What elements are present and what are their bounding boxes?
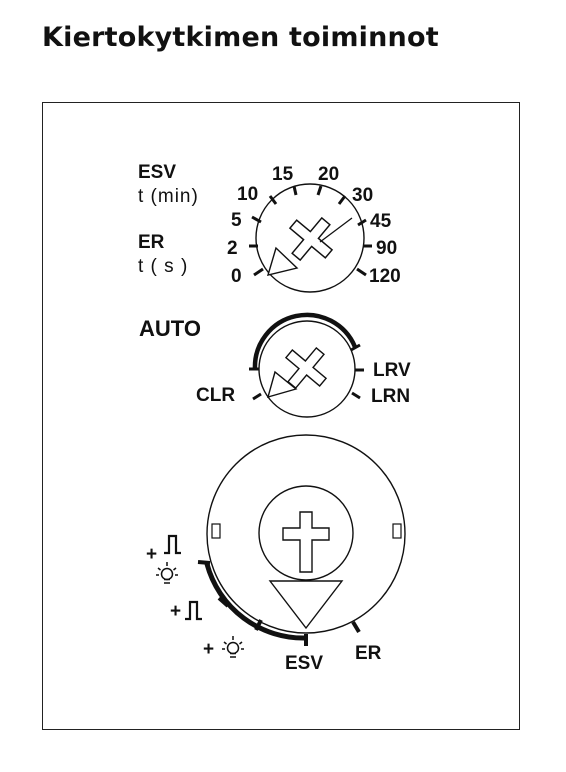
scale-label-15: 15	[272, 164, 294, 185]
scale-label-0: 0	[231, 266, 242, 287]
plus-sign-2: +	[170, 601, 181, 622]
scale-label-20: 20	[318, 164, 339, 185]
page-title: Kiertokytkimen toiminnot	[42, 22, 439, 53]
left-notch	[211, 523, 221, 539]
mode-dial[interactable]: AUTO CLR LRV LRN	[139, 312, 411, 418]
esv-label: ESV	[138, 162, 176, 183]
lamp-icon	[155, 561, 179, 584]
scale-label-5: 5	[231, 210, 242, 231]
scale-label-120: 120	[369, 266, 401, 287]
scale-label-90: 90	[376, 238, 397, 259]
time-dial[interactable]: ESV t (min) ER t ( s ) 0 2 5 10 15 20 30…	[138, 162, 401, 293]
scale-label-30: 30	[352, 185, 373, 206]
time-dial-ticks	[249, 185, 372, 277]
esv-unit-label: t (min)	[138, 186, 199, 207]
function-dial-cross-icon	[282, 511, 330, 573]
er-label: ER	[138, 232, 165, 253]
mode-dial-ticks	[249, 343, 364, 401]
function-dial-pointer-icon	[268, 580, 344, 630]
esv-func-label: ESV	[285, 653, 323, 674]
plus-sign-1: +	[146, 544, 157, 565]
lrn-label: LRN	[371, 386, 410, 407]
right-notch	[392, 523, 402, 539]
scale-label-2: 2	[227, 238, 238, 259]
auto-label: AUTO	[139, 316, 201, 341]
plus-sign-3: +	[203, 639, 214, 660]
scale-label-10: 10	[237, 184, 258, 205]
auto-range-arc	[252, 312, 358, 370]
lamp-icon	[221, 635, 245, 658]
scale-label-45: 45	[370, 211, 392, 232]
time-dial-pointer-icon	[266, 246, 299, 276]
er-unit-label: t ( s )	[138, 256, 188, 277]
clr-label: CLR	[196, 385, 235, 406]
switch-panel	[42, 102, 520, 730]
function-dial-ticks	[197, 560, 361, 646]
function-range-arc	[204, 563, 307, 641]
lrv-label: LRV	[373, 360, 411, 381]
pulse-icon	[162, 534, 183, 555]
time-dial-pointer-line	[319, 217, 353, 243]
er-func-label: ER	[355, 643, 382, 664]
pulse-icon	[183, 600, 204, 621]
mode-dial-pointer-icon	[266, 370, 298, 399]
function-dial[interactable]: + + + ESV ER	[146, 434, 406, 674]
